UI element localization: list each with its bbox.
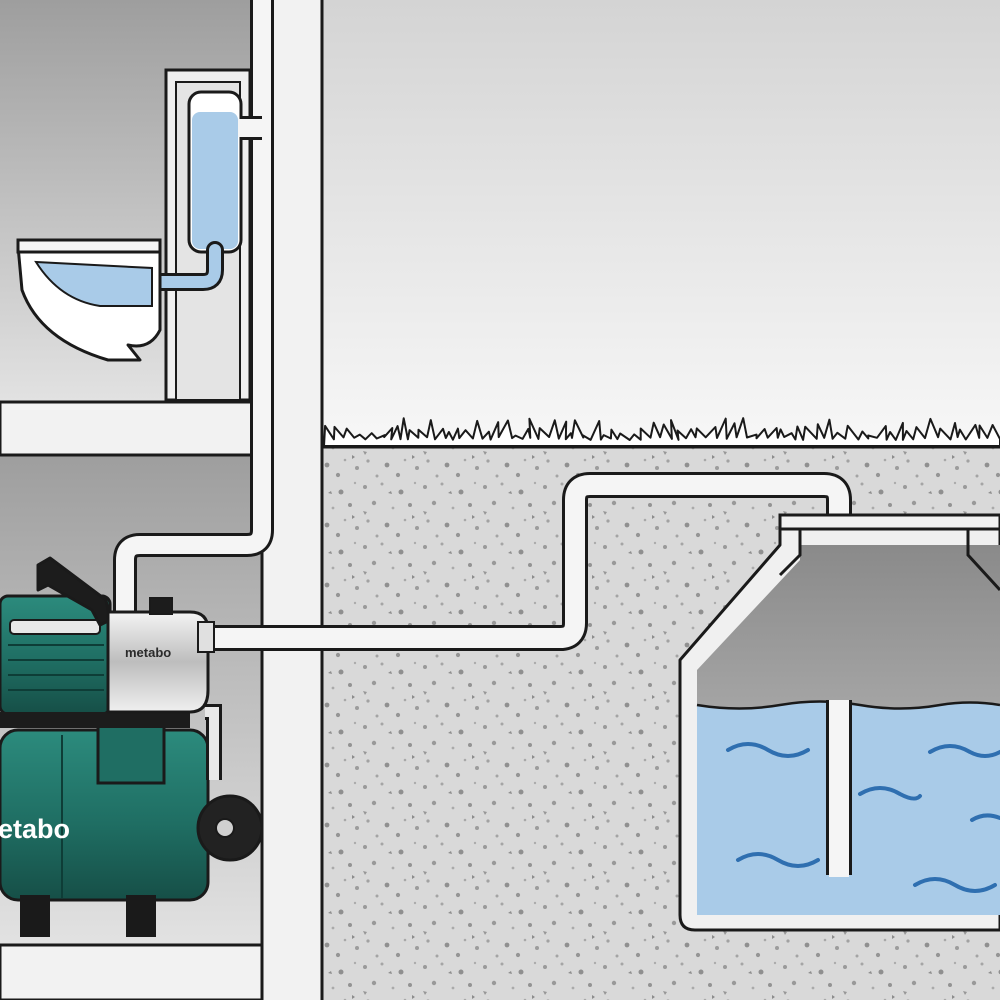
toilet-icon bbox=[16, 238, 162, 362]
water-waves bbox=[726, 742, 1000, 893]
sky bbox=[322, 0, 1000, 445]
tank-connector bbox=[205, 707, 219, 780]
flush-pipe bbox=[134, 244, 221, 288]
grass-icon bbox=[323, 417, 1000, 447]
suction-pipe bbox=[205, 475, 849, 875]
supply-pipe bbox=[116, 0, 271, 620]
pump-icon: metabo bbox=[0, 556, 215, 728]
pressure-tank-brand-label: etabo bbox=[0, 814, 70, 844]
floor-slab bbox=[0, 400, 264, 457]
cistern-icon bbox=[187, 90, 243, 254]
pressure-tank-icon: etabo bbox=[0, 723, 264, 937]
basement-floor bbox=[0, 943, 264, 1002]
pump-brand-label: metabo bbox=[125, 645, 171, 660]
